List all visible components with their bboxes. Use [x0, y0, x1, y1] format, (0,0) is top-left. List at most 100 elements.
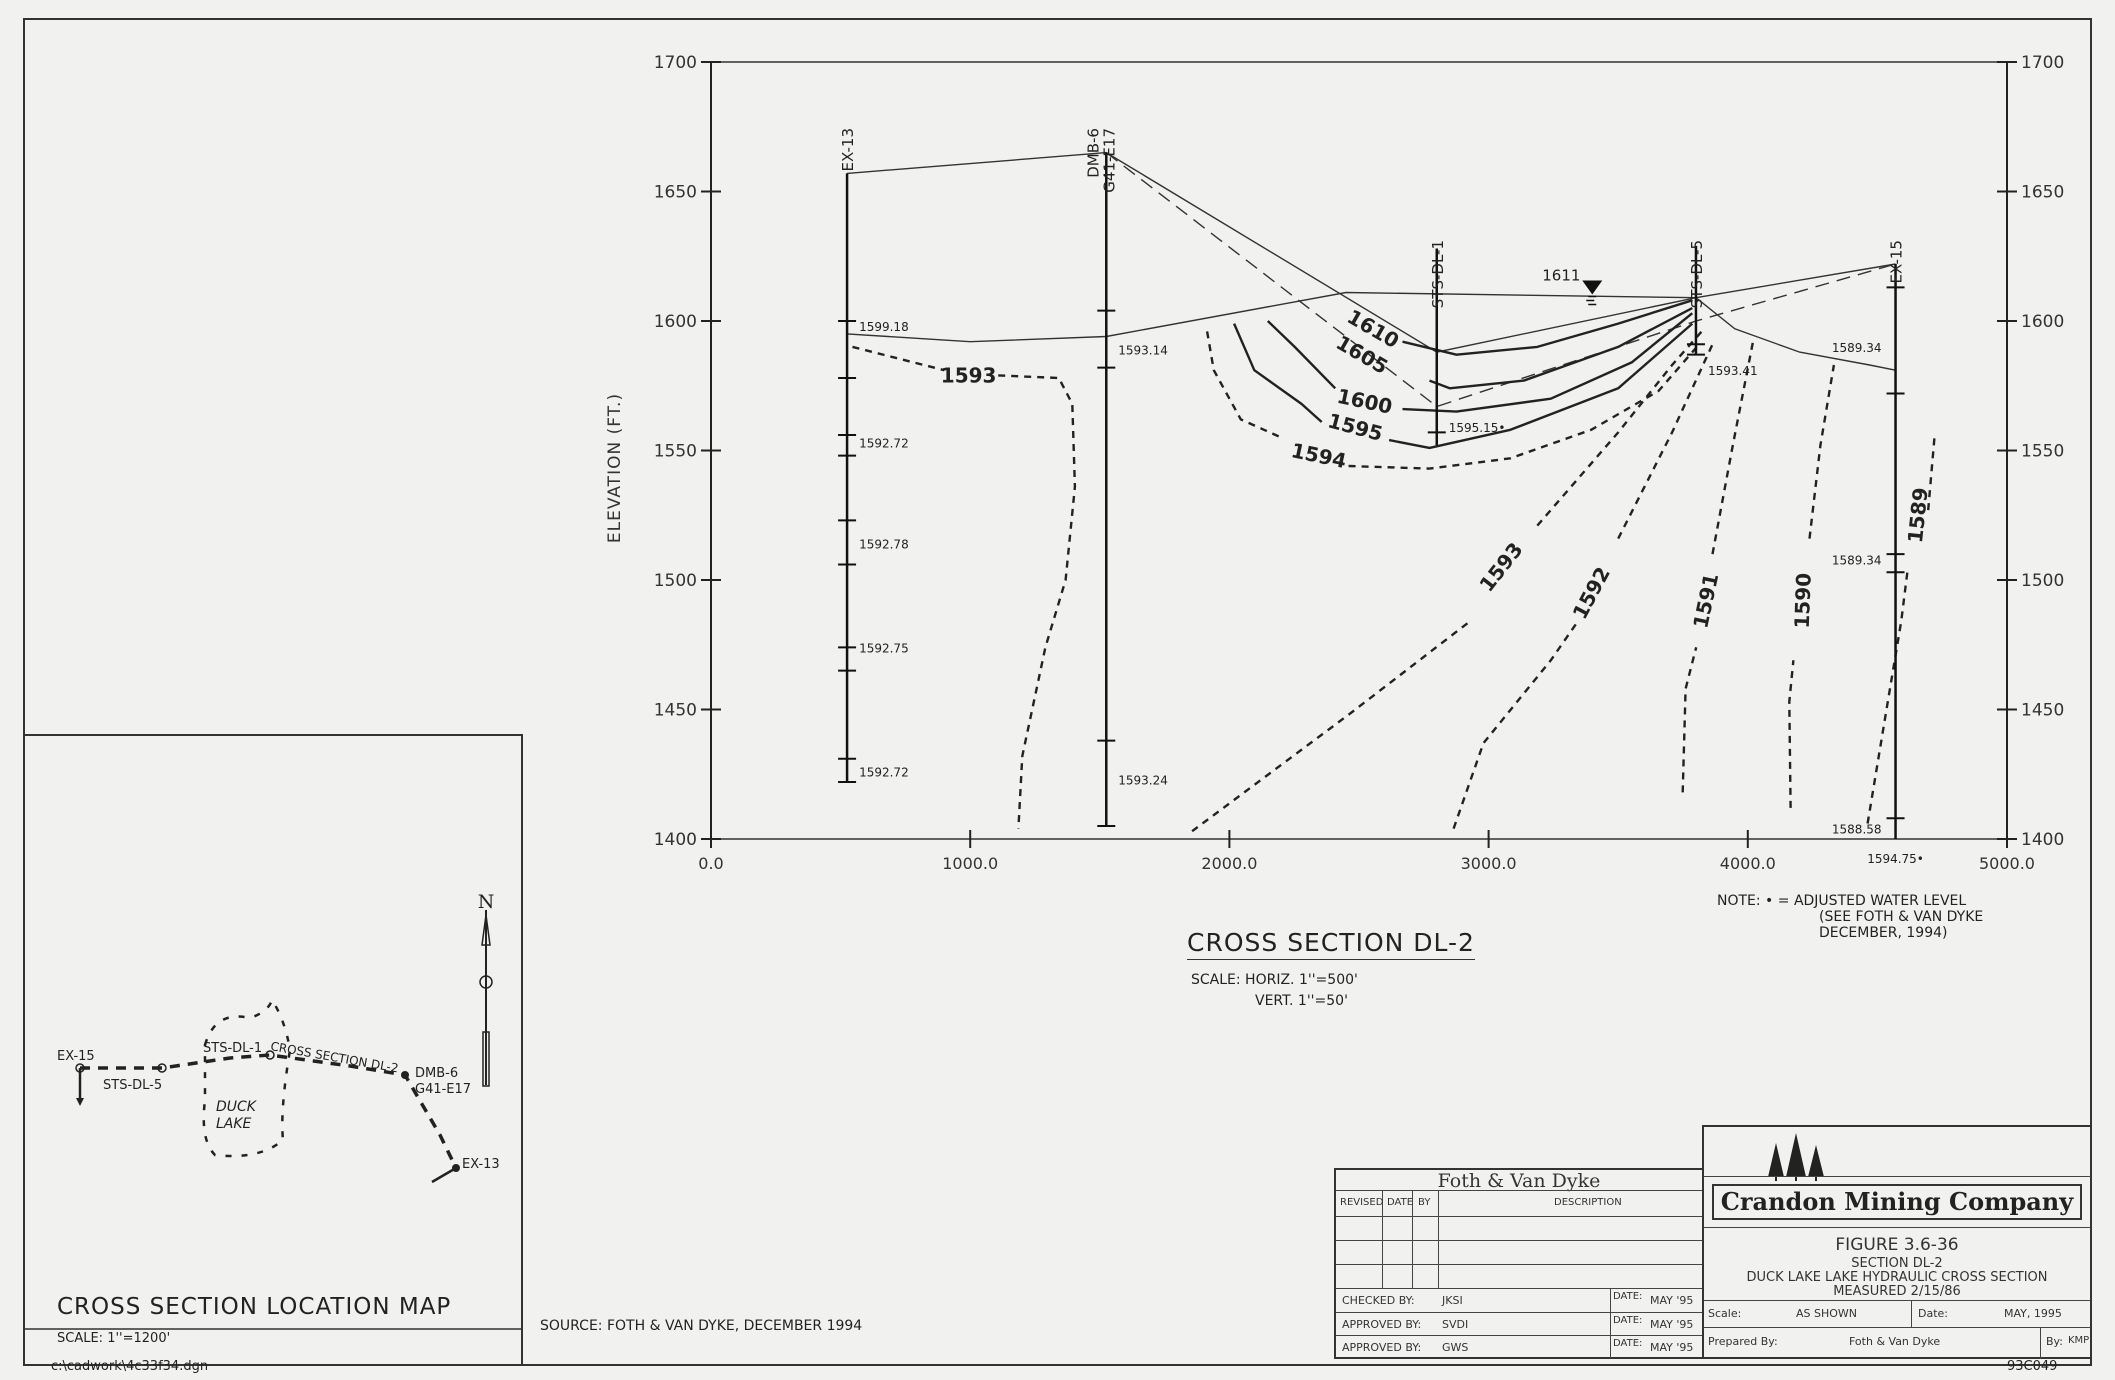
map-label-sts-dl-5: STS-DL-5 — [103, 1078, 162, 1093]
contour-label: 1593 — [1474, 538, 1527, 597]
section-line — [80, 1053, 458, 1169]
y-tick-label-right: 1600 — [2021, 312, 2064, 332]
y-tick-label-left: 1550 — [654, 442, 697, 462]
contour-1590-line — [1788, 660, 1795, 808]
revision-block: Foth & Van Dyke REVISED DATE BY DESCRIPT… — [1334, 1168, 1704, 1359]
company-name-box: Crandon Mining Company — [1712, 1184, 2082, 1220]
water-level-triangle-icon — [1582, 280, 1603, 295]
x-tick-label: 3000.0 — [1461, 854, 1517, 873]
checked-by-label: CHECKED BY: — [1342, 1294, 1415, 1307]
lake-label: DUCK — [216, 1099, 258, 1115]
header-date: DATE — [1387, 1197, 1414, 1208]
sheet-border — [23, 18, 2092, 1366]
north-label: N — [478, 891, 495, 913]
well-label: STS-DL-1 — [1429, 240, 1447, 308]
well-reading: 1594.75• — [1867, 852, 1924, 866]
y-tick-label-right: 1650 — [2021, 183, 2064, 203]
map-label-ex13: EX-13 — [462, 1157, 500, 1172]
date-value: MAY, 1995 — [2004, 1307, 2062, 1320]
location-map: N EX-15 STS-DL-5 STS-DL-1 CROSS SECTION … — [23, 734, 523, 1366]
contour-1605-line — [1429, 306, 1693, 390]
y-tick-label-right: 1500 — [2021, 571, 2064, 591]
contour-1593-line — [1191, 620, 1471, 833]
approved-date-label: DATE: — [1613, 1315, 1643, 1326]
y-tick-label-right: 1700 — [2021, 53, 2064, 73]
contour-1593-line — [998, 374, 1077, 829]
file-path: c:\cadwork\4c33f34.dgn — [51, 1359, 209, 1374]
approved-2-date: MAY '95 — [1650, 1341, 1694, 1354]
scale-horizontal: SCALE: HORIZ. 1''=500' — [1191, 972, 1358, 988]
checked-date: MAY '95 — [1650, 1294, 1694, 1307]
location-map-title: CROSS SECTION LOCATION MAP — [57, 1294, 452, 1320]
well-reading: 1592.75 — [859, 641, 909, 655]
contour-label: 1594 — [1289, 438, 1348, 473]
well-reading: 1592.78 — [859, 538, 909, 552]
by-value: KMP — [2068, 1335, 2090, 1346]
map-label-sts-dl-1: STS-DL-1 — [203, 1041, 262, 1056]
contour-1591-line — [1681, 647, 1698, 793]
contour-1610-line — [1402, 299, 1693, 356]
y-tick-label-left: 1500 — [654, 571, 697, 591]
note: NOTE: • = ADJUSTED WATER LEVEL (SEE FOTH… — [1717, 893, 1983, 941]
location-map-scale: SCALE: 1''=1200' — [57, 1331, 171, 1346]
contour-1590-line — [1808, 364, 1836, 539]
x-tick-label: 4000.0 — [1720, 854, 1776, 873]
well-reading: 1589.34 — [1832, 553, 1882, 567]
y-tick-label-left: 1650 — [654, 183, 697, 203]
contour-label: 1589 — [1903, 486, 1933, 544]
drawing-number: 93C049 — [2007, 1359, 2058, 1374]
date-label: Date: — [1918, 1307, 1948, 1320]
well-label-2: G41-E17 — [1100, 128, 1118, 193]
contour-1591-line — [1711, 341, 1755, 555]
map-label-ex15: EX-15 — [57, 1049, 95, 1064]
well-reading: 1592.72 — [859, 437, 909, 451]
y-tick-label-left: 1400 — [654, 830, 697, 850]
arrow-head-icon — [76, 1098, 84, 1106]
x-tick-label: 2000.0 — [1201, 854, 1257, 873]
header-revised: REVISED — [1340, 1197, 1384, 1208]
note-line-1: NOTE: • = ADJUSTED WATER LEVEL — [1717, 893, 1967, 909]
water-surface-icon — [1586, 295, 1597, 306]
y-tick-label-right: 1550 — [2021, 442, 2064, 462]
figure-description: DUCK LAKE LAKE HYDRAULIC CROSS SECTION — [1746, 1270, 2048, 1285]
figure-number: FIGURE 3.6-36 — [1835, 1235, 1959, 1255]
y-tick-label-left: 1450 — [654, 701, 697, 721]
figure-section: SECTION DL-2 — [1851, 1256, 1943, 1271]
y-tick-label-right: 1450 — [2021, 701, 2064, 721]
well-reading: 1595.15• — [1449, 421, 1506, 435]
contour-label: 1593 — [941, 363, 997, 387]
scale-value: AS SHOWN — [1796, 1307, 1858, 1320]
approved-by-label: APPROVED BY: — [1342, 1318, 1422, 1331]
x-tick-label: 5000.0 — [1979, 854, 2035, 873]
well-marker-icon — [75, 1050, 460, 1172]
duck-lake-outline — [202, 997, 292, 1158]
prepared-by-label: Prepared By: — [1708, 1335, 1778, 1348]
section-arrow-ex13 — [431, 1166, 457, 1184]
lake-label-2: LAKE — [216, 1116, 252, 1132]
scale-vertical: VERT. 1''=50' — [1255, 993, 1348, 1009]
approved-by-2-label: APPROVED BY: — [1342, 1341, 1422, 1354]
well-reading: 1589.34 — [1832, 341, 1882, 355]
note-line-3: DECEMBER, 1994) — [1819, 925, 1948, 941]
x-tick-label: 1000.0 — [942, 854, 998, 873]
well-reading: 1593.24 — [1118, 773, 1168, 787]
contour-1600-line — [1402, 312, 1694, 413]
well-label: STS-DL-5 — [1688, 240, 1706, 308]
contour-1594-line — [1348, 343, 1701, 470]
well-label: EX-15 — [1888, 240, 1906, 284]
well-reading: 1592.72 — [859, 766, 909, 780]
approved-by-2-name: GWS — [1442, 1341, 1469, 1354]
title-block: Crandon Mining Company FIGURE 3.6-36 SEC… — [1702, 1125, 2092, 1359]
well-reading: 1593.41 — [1708, 364, 1758, 378]
well-label: EX-13 — [839, 128, 857, 172]
contour-1593-line — [852, 345, 945, 372]
y-tick-label-right: 1400 — [2021, 830, 2064, 850]
contour-1600-line — [1266, 320, 1337, 390]
well-reading: 1588.58 — [1832, 823, 1882, 837]
header-description: DESCRIPTION — [1554, 1197, 1622, 1208]
contour-label: 1590 — [1790, 572, 1816, 628]
y-tick-label-left: 1700 — [654, 53, 697, 73]
contour-label: 1591 — [1688, 571, 1723, 630]
approved-date: MAY '95 — [1650, 1318, 1694, 1331]
